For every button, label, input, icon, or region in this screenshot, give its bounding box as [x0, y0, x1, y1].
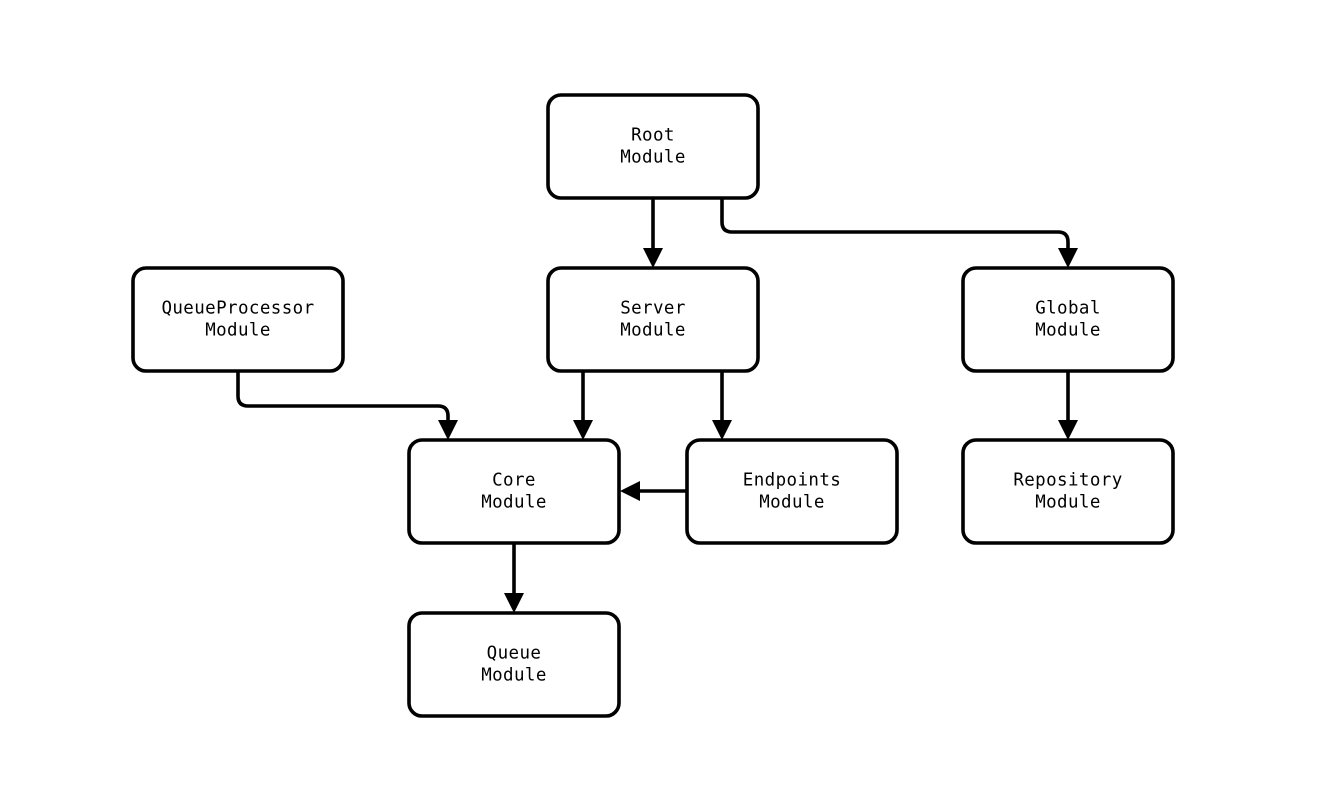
node-box[interactable] — [131, 266, 345, 373]
arrow-head-icon — [712, 420, 732, 440]
arrow-head-icon — [573, 420, 593, 440]
node-label-line1: QueueProcessor — [161, 299, 314, 319]
node-box[interactable] — [407, 611, 621, 718]
edges-layer — [236, 198, 1078, 613]
edge-line — [720, 198, 1070, 254]
node-box[interactable] — [685, 438, 899, 545]
node-label-line1: Endpoints — [743, 471, 841, 491]
node-label-line1: Queue — [487, 644, 542, 664]
node-box[interactable] — [961, 438, 1175, 545]
edge-root-to-global — [720, 198, 1078, 268]
node-label-line2: Module — [1035, 493, 1101, 513]
edge-endpoints-to-core — [620, 481, 687, 501]
node-label-line1: Root — [631, 126, 675, 146]
edge-core-to-queue — [504, 543, 524, 613]
node-box[interactable] — [407, 438, 621, 545]
arrow-head-icon — [643, 248, 663, 268]
node-label-line1: Server — [620, 299, 686, 319]
node-label-line2: Module — [620, 321, 686, 341]
node-box[interactable] — [546, 266, 760, 373]
nodes-layer: RootModuleQueueProcessorModuleServerModu… — [131, 93, 1175, 718]
node-label-line2: Module — [759, 493, 825, 513]
node-label-line1: Core — [492, 471, 536, 491]
edge-server-to-endpoints — [712, 371, 732, 440]
node-label-line2: Module — [1035, 321, 1101, 341]
edge-queueprocessor-to-core — [236, 371, 458, 440]
node-box[interactable] — [546, 93, 760, 200]
edge-line — [236, 371, 450, 426]
node-label-line2: Module — [205, 321, 271, 341]
node-box[interactable] — [961, 266, 1175, 373]
edge-root-to-server — [643, 198, 663, 268]
arrow-head-icon — [438, 420, 458, 440]
arrow-head-icon — [1058, 420, 1078, 440]
arrow-head-icon — [504, 593, 524, 613]
edge-global-to-repository — [1058, 371, 1078, 440]
node-label-line2: Module — [481, 493, 547, 513]
node-label-line1: Global — [1035, 299, 1101, 319]
node-label-line2: Module — [620, 148, 686, 168]
node-label-line1: Repository — [1013, 471, 1122, 491]
arrow-head-icon — [1058, 248, 1078, 268]
edge-server-to-core — [573, 371, 593, 440]
arrow-head-icon — [620, 481, 640, 501]
node-label-line2: Module — [481, 666, 547, 686]
